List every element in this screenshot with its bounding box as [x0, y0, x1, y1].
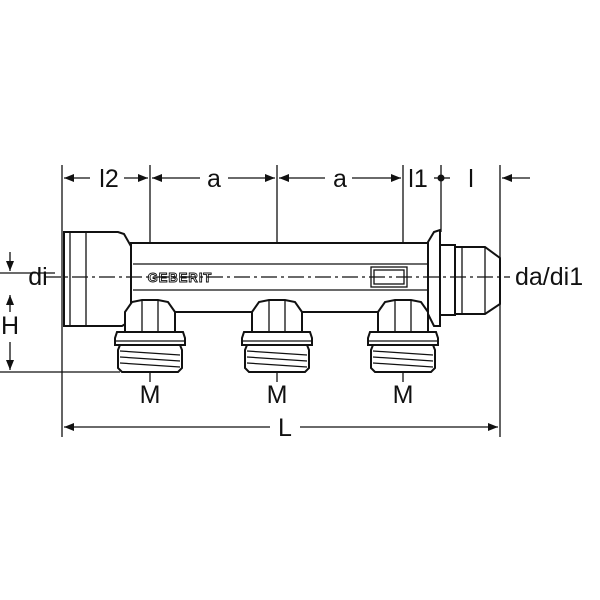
label-a-1: a: [207, 165, 221, 193]
label-M-1: M: [140, 381, 161, 409]
top-dimension-chain: [64, 174, 530, 182]
outlet-1: [114, 299, 186, 373]
dimension-dot: [437, 174, 445, 182]
outlet-2: [241, 299, 313, 373]
label-l: l: [468, 165, 474, 193]
label-M-2: M: [267, 381, 288, 409]
label-l1: l1: [408, 165, 427, 193]
label-L: L: [278, 414, 292, 442]
label-H: H: [1, 312, 19, 340]
label-M-3: M: [393, 381, 414, 409]
geberit-logo: GEBERIT: [148, 270, 213, 285]
label-a-2: a: [333, 165, 347, 193]
label-l2: l2: [99, 165, 118, 193]
label-da-di1: da/di1: [515, 263, 583, 291]
outlet-3: [367, 299, 439, 373]
label-di: di: [28, 263, 47, 291]
